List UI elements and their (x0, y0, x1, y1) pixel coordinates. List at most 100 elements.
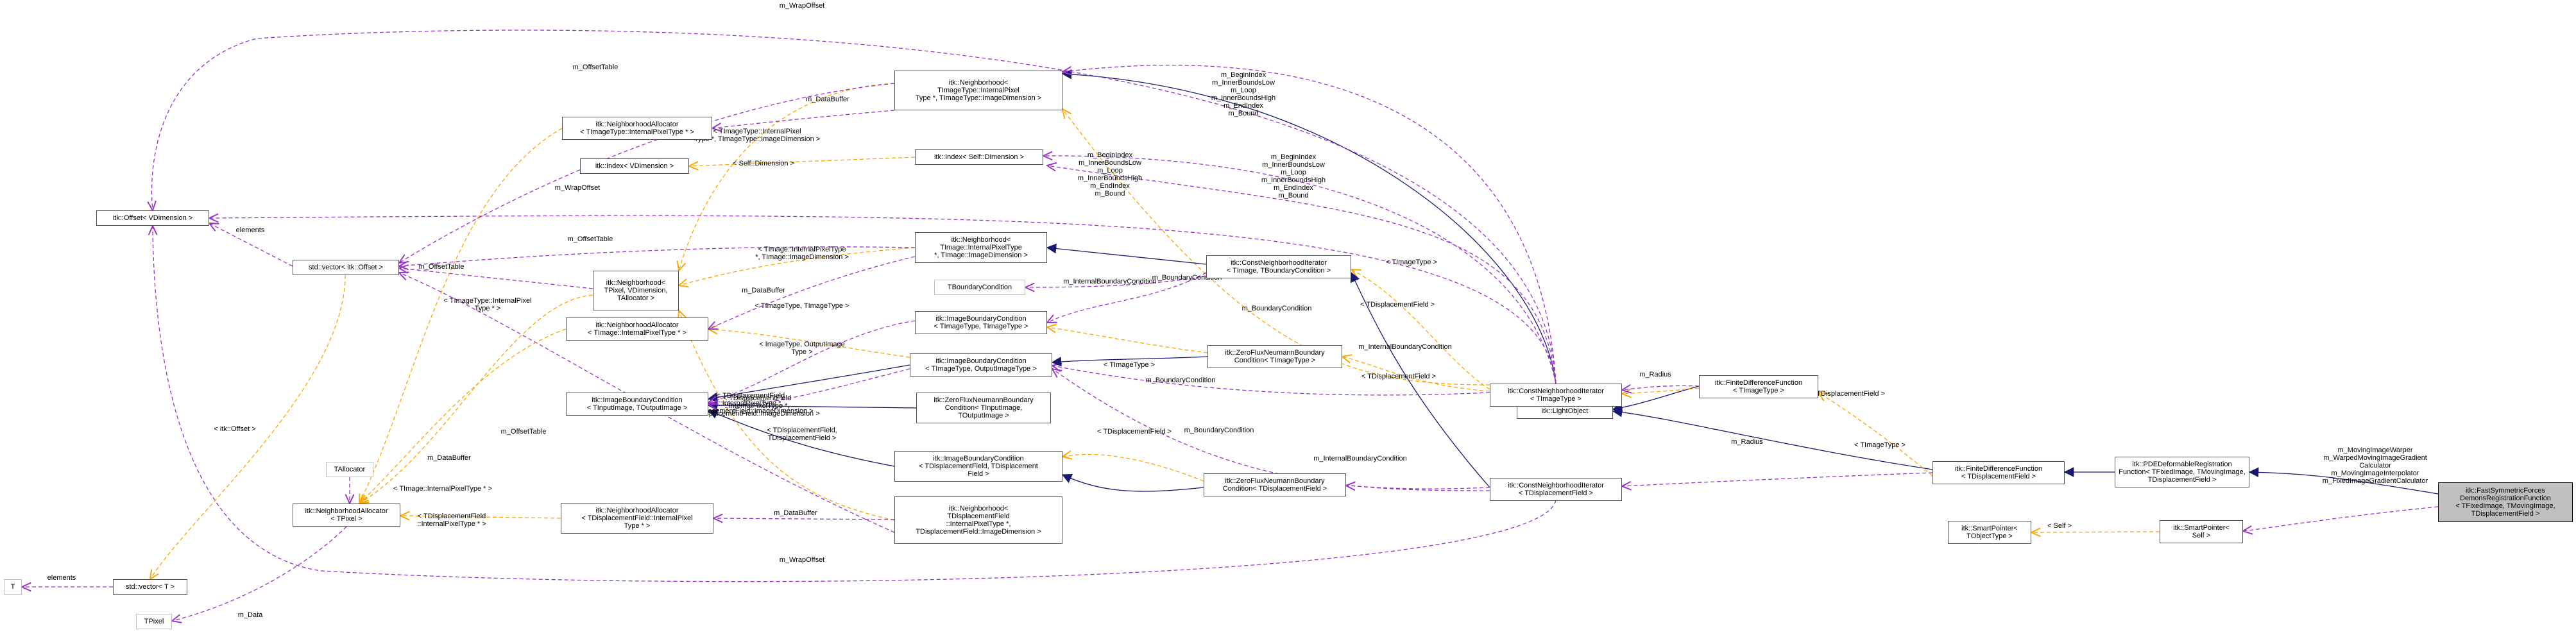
inherit-edge-29 (707, 364, 910, 403)
edge-label-offtable2: m_OffsetTable (568, 235, 613, 243)
tpl-edge-33 (708, 329, 910, 358)
edge-label-tdisp_cni2: < TDisplacementField > (1360, 301, 1435, 309)
edge-label-timg_ibc: < TImageType, TImageType > (755, 302, 849, 310)
edge-label-databuf1: m_DataBuffer (806, 96, 849, 103)
inherit-edge-30 (707, 409, 895, 467)
edge-label-tdisp_ibc: < TDisplacementField,TDisplacementField … (767, 427, 837, 442)
t-node[interactable]: T (4, 579, 22, 595)
usage-edge-39 (713, 518, 895, 520)
edge-label-bc5: m_BoundaryCondition (1146, 377, 1216, 384)
smart-pointer-self-node[interactable]: itk::SmartPointer< Self > (2160, 520, 2243, 543)
edge-label-timg_cni: < TImageType > (1386, 258, 1437, 266)
usage-edge-42 (399, 246, 916, 266)
neighborhood-generic-node[interactable]: itk::Neighborhood< TPixel, VDimension, T… (593, 271, 679, 310)
image-boundary-condition-timage-node[interactable]: itk::ImageBoundaryCondition < TImageType… (915, 311, 1047, 334)
usage-edge-41 (399, 83, 895, 263)
edge-label-databuf4: m_DataBuffer (774, 509, 817, 517)
edge-label-offtable3: m_OffsetTable (419, 263, 465, 271)
neighborhood-allocator-tpixel-node[interactable]: itk::NeighborhoodAllocator < TPixel > (293, 504, 400, 527)
const-neighborhood-iterator-generic-node[interactable]: itk::ConstNeighborhoodIterator < TImage,… (1206, 255, 1351, 278)
usage-edge-48 (209, 223, 293, 267)
tpl-edge-12 (1342, 357, 1490, 392)
tpl-edge-10 (1351, 269, 1490, 390)
edge-label-mdata: m_Data (238, 611, 263, 619)
edge-label-tdisp_fdf: < TDisplacementField > (1811, 390, 1885, 398)
edge-label-bc3: m_BoundaryCondition (1242, 305, 1312, 312)
inherit-edge-21 (1046, 243, 1207, 265)
zero-flux-neumann-imagetype-node[interactable]: itk::ZeroFluxNeumannBoundary Condition< … (1207, 345, 1342, 368)
usage-edge-46 (152, 30, 1557, 384)
tpl-edge-49 (359, 128, 563, 504)
usage-edge-22 (1025, 275, 1207, 287)
neighborhood-displacement-node[interactable]: itk::Neighborhood< TDisplacementField ::… (894, 496, 1062, 544)
tpl-edge-40 (689, 157, 916, 166)
edge-label-wrap_mid: m_WrapOffset (555, 184, 601, 192)
usage-edge-18 (1043, 156, 1557, 384)
usage-edge-15 (1052, 369, 1490, 491)
usage-edge-43 (399, 273, 895, 533)
edge-label-wrap_top: m_WrapOffset (780, 2, 825, 10)
image-boundary-condition-output-node[interactable]: itk::ImageBoundaryCondition < TImageType… (910, 353, 1052, 377)
image-boundary-condition-displacement-node[interactable]: itk::ImageBoundaryCondition < TDisplacem… (894, 451, 1062, 482)
edge-label-databuf2: m_DataBuffer (742, 287, 785, 294)
inherit-edge-11 (1350, 271, 1490, 488)
neighborhood-timage-node[interactable]: itk::Neighborhood< TImage::InternalPixel… (915, 232, 1047, 263)
edge-label-bc2: m_BoundaryCondition (1152, 274, 1222, 282)
offset-vdimension-node[interactable]: itk::Offset< VDimension > (96, 210, 209, 226)
edge-label-timg_fdf: < TImageType > (1854, 441, 1906, 449)
usage-edge-23 (1047, 272, 1207, 323)
edge-label-tdisp_internal_ibc: < TDisplacementField::InternalPixelType … (688, 392, 813, 415)
index-self-dimension-node[interactable]: itk::Index< Self::Dimension > (915, 149, 1043, 165)
neighborhood-allocator-timage-node[interactable]: itk::NeighborhoodAllocator < TImage::Int… (566, 318, 708, 341)
usage-edge-47 (153, 226, 1557, 582)
zero-flux-neumann-displacement-node[interactable]: itk::ZeroFluxNeumannBoundary Condition< … (1204, 473, 1346, 496)
pde-registration-function-node[interactable]: itk::PDEDeformableRegistration Function<… (2115, 457, 2249, 487)
index-vdimension-node[interactable]: itk::Index< VDimension > (580, 158, 689, 174)
edge-label-elements2: elements (47, 574, 76, 582)
usage-edge-8 (1622, 472, 1933, 486)
tpl-edge-50 (359, 328, 567, 504)
zero-flux-neumann-generic-node[interactable]: itk::ZeroFluxNeumannBoundary Condition< … (916, 393, 1051, 423)
usage-edge-9 (1622, 385, 1700, 390)
smart-pointer-tobject-node[interactable]: itk::SmartPointer< TObjectType > (1948, 521, 2031, 544)
neighborhood-allocator-imagetype-node[interactable]: itk::NeighborhoodAllocator < TImageType:… (562, 117, 712, 140)
vector-t-node[interactable]: std::vector< T > (113, 579, 187, 595)
neighborhood-imagetype-node[interactable]: itk::Neighborhood< TImageType::InternalP… (894, 71, 1062, 110)
tpl-edge-17 (1062, 109, 1490, 385)
usage-edge-56 (172, 526, 347, 621)
const-neighborhood-iterator-image-node[interactable]: itk::ConstNeighborhoodIterator < TImageT… (1490, 384, 1622, 407)
edge-label-timage_internal: < TImage::InternalPixelType*, TImage::Im… (755, 246, 849, 261)
tboundary-condition-node[interactable]: TBoundaryCondition (934, 280, 1025, 295)
fd-function-displacement-node[interactable]: itk::FiniteDifferenceFunction < TDisplac… (1932, 461, 2065, 484)
tpl-edge-51 (400, 516, 561, 518)
usage-edge-44 (399, 268, 593, 289)
usage-edge-32 (708, 320, 916, 403)
edge-label-wrap_bottom: m_WrapOffset (780, 556, 825, 564)
edge-label-bc1: m_InternalBoundaryCondition (1063, 278, 1157, 285)
edge-label-self: < Self > (2047, 522, 2072, 530)
inherit-edge-25 (1051, 356, 1208, 367)
vector-offset-node[interactable]: std::vector< itk::Offset > (293, 260, 399, 275)
fd-function-image-node[interactable]: itk::FiniteDifferenceFunction < TImageTy… (1699, 375, 1818, 398)
edge-label-elements1: elements (236, 226, 265, 234)
const-neighborhood-iterator-displacement-node[interactable]: itk::ConstNeighborhoodIterator < TDispla… (1490, 478, 1622, 501)
tallocator-node[interactable]: TAllocator (326, 462, 373, 477)
tpl-edge-7 (1622, 387, 1700, 394)
edge-label-itk_offset: < itk::Offset > (214, 425, 255, 433)
tpl-edge-35 (679, 247, 916, 285)
edge-label-offtable1: m_OffsetTable (573, 64, 618, 71)
inherit-edge-2 (1612, 407, 1933, 470)
image-boundary-condition-generic-node[interactable]: itk::ImageBoundaryCondition < TInputImag… (566, 393, 708, 416)
inherit-edge-27 (1061, 474, 1204, 492)
usage-edge-20 (1062, 65, 1557, 384)
tpixel-node[interactable]: TPixel (136, 614, 172, 629)
neighborhood-allocator-displacement-node[interactable]: itk::NeighborhoodAllocator < TDisplaceme… (561, 503, 713, 534)
tpl-edge-54 (150, 275, 346, 579)
edge-label-radius1: m_Radius (1639, 371, 1671, 378)
edge-label-tdisp_internal_na: < TDisplacementField::InternalPixelType … (417, 512, 486, 528)
fast-symmetric-forces-node[interactable]: itk::FastSymmetricForces DemonsRegistrat… (2438, 482, 2573, 522)
